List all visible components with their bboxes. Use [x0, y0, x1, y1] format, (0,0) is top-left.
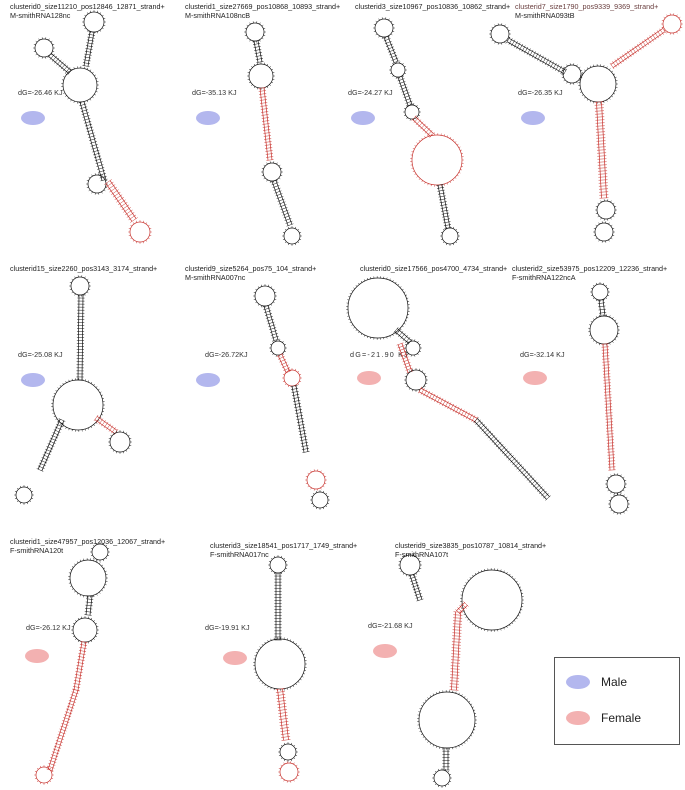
- panel-title: clusterid7_size1790_pos9339_9369_strand+: [515, 2, 659, 11]
- panel-title: clusterid2_size53975_pos12209_12236_stra…: [512, 264, 668, 273]
- male-blob-icon: [521, 111, 545, 125]
- free-energy-label: dG=-19.91 KJ: [205, 623, 250, 632]
- legend: Male Female: [554, 657, 680, 745]
- male-blob-icon: [351, 111, 375, 125]
- panel-title: clusterid0_size11210_pos12846_12871_stra…: [10, 2, 165, 11]
- panel-subtitle: F-smithRNA120t: [10, 546, 64, 555]
- male-blob-icon: [21, 111, 45, 125]
- legend-item-female: Female: [565, 708, 641, 728]
- panel-title: clusterid3_size18541_pos1717_1749_strand…: [210, 541, 358, 550]
- rna-structure-1: [33, 10, 152, 244]
- rna-structure-11: [398, 553, 524, 788]
- female-blob-icon: [373, 644, 397, 658]
- panel-subtitle: M-smithRNA128nc: [10, 11, 71, 20]
- female-blob-icon: [523, 371, 547, 385]
- legend-item-male: Male: [565, 672, 627, 692]
- female-blob-icon: [357, 371, 381, 385]
- panel-title: clusterid15_size2260_pos3143_3174_strand…: [10, 264, 158, 273]
- panel-title: clusterid1_size27669_pos10868_10893_stra…: [185, 2, 341, 11]
- rna-structure-4: [489, 13, 683, 243]
- legend-label-female: Female: [601, 711, 642, 725]
- free-energy-label: dG=-32.14 KJ: [520, 350, 565, 359]
- panel-title: clusterid0_size17566_pos4700_4734_strand…: [360, 264, 508, 273]
- free-energy-label: dG=-26.12 KJ: [26, 623, 71, 632]
- panel-subtitle: F-smithRNA122ncA: [512, 273, 576, 282]
- panel-subtitle: M-smithRNA007nc: [185, 273, 246, 282]
- panel-title: clusterid9_size5264_pos75_104_strand+: [185, 264, 317, 273]
- male-blob-icon: [21, 373, 45, 387]
- panel-subtitle: F-smithRNA017nc: [210, 550, 269, 559]
- free-energy-label: dG=-26.35 KJ: [518, 88, 563, 97]
- rna-structure-2: [244, 21, 302, 246]
- rna-structure-6: [253, 284, 330, 510]
- free-energy-label: dG=-21.68 KJ: [368, 621, 413, 630]
- panel-title: clusterid9_size3835_pos10787_10814_stran…: [395, 541, 547, 550]
- rna-structure-5: [14, 275, 132, 505]
- female-swatch-icon: [566, 711, 590, 725]
- free-energy-label: dG=-21.90 KJ: [350, 350, 409, 359]
- free-energy-label: dG=-26.46 KJ: [18, 88, 63, 97]
- free-energy-label: dG=-35.13 KJ: [192, 88, 237, 97]
- free-energy-label: dG=-25.08 KJ: [18, 350, 63, 359]
- free-energy-label: dG=-24.27 KJ: [348, 88, 393, 97]
- rna-structure-8: [588, 282, 630, 515]
- rna-structure-10: [253, 555, 307, 783]
- female-blob-icon: [223, 651, 247, 665]
- male-swatch-icon: [566, 675, 590, 689]
- panel-subtitle: F-smithRNA107t: [395, 550, 449, 559]
- female-blob-icon: [25, 649, 49, 663]
- rna-structure-9: [34, 542, 110, 785]
- panel-title: clusterid3_size10967_pos10836_10862_stra…: [355, 2, 511, 11]
- panel-title: clusterid1_size47957_pos12036_12067_stra…: [10, 537, 166, 546]
- male-blob-icon: [196, 373, 220, 387]
- legend-label-male: Male: [601, 675, 628, 689]
- panel-subtitle: M-smithRNA093tB: [515, 11, 575, 20]
- male-blob-icon: [196, 111, 220, 125]
- rna-structure-7: [346, 276, 551, 501]
- free-energy-label: dG=-26.72KJ: [205, 350, 248, 359]
- panel-subtitle: M-smithRNA108ncB: [185, 11, 251, 20]
- rna-structure-3: [373, 17, 464, 246]
